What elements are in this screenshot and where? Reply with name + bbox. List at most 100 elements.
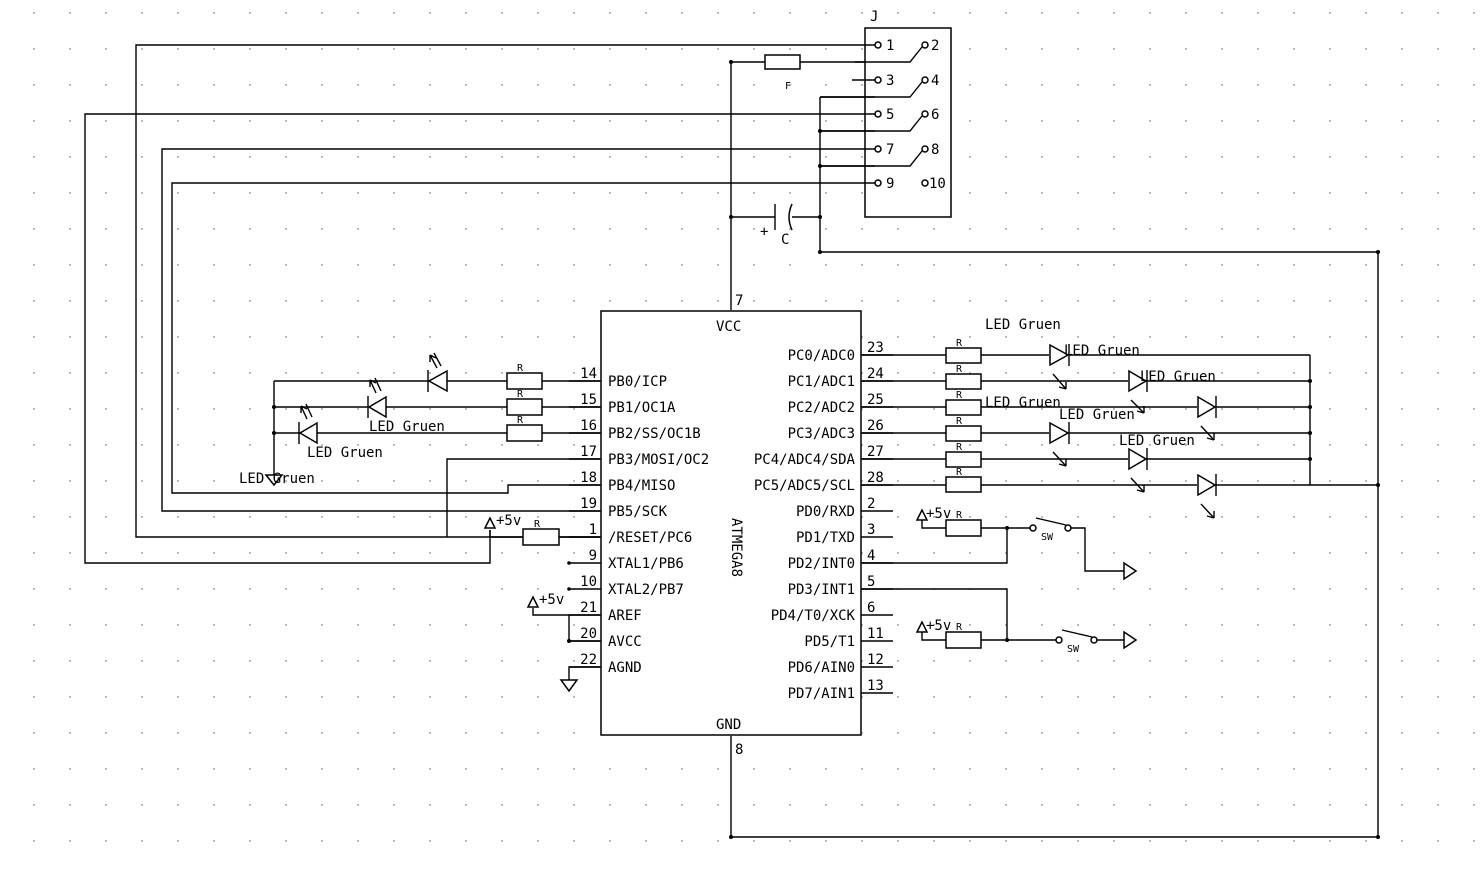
mcu-pin-number: 19: [580, 496, 597, 512]
mcu-pin-number: 10: [580, 574, 597, 590]
mcu-pin-label: PB4/MISO: [608, 478, 675, 494]
mcu-pin-label: PB1/OC1A: [608, 400, 676, 416]
mcu-pin-number: 9: [589, 548, 597, 564]
ground-symbol-agnd: [559, 679, 579, 693]
connector-pin-2[interactable]: 2: [921, 38, 939, 54]
wire-mosi: [446, 458, 600, 537]
mcu-pin-number: 22: [580, 652, 597, 668]
svg-text:2: 2: [931, 38, 939, 54]
fuse[interactable]: F: [764, 54, 801, 92]
led-label-left-2: LED Gruen: [307, 445, 383, 461]
mcu-pin-number: 4: [867, 548, 875, 564]
ground-symbol-sw1: [1123, 561, 1138, 581]
mcu-pin-label: PB5/SCK: [608, 504, 668, 520]
svg-text:R: R: [956, 622, 963, 633]
mcu-part-name: ATMEGA8: [728, 518, 744, 577]
supply-label-aref: +5v: [539, 592, 564, 608]
led-pc0[interactable]: [1049, 343, 1070, 390]
mcu-pin-label: AREF: [608, 608, 642, 624]
mcu-pin-label: PC4/ADC4/SDA: [754, 452, 856, 468]
mcu-pin-number: 1: [589, 522, 597, 538]
mcu-gnd-label: GND: [716, 717, 741, 733]
svg-text:R: R: [956, 467, 963, 478]
mcu-vcc-pin-num: 7: [735, 293, 743, 309]
ground-symbol-left-led: [264, 474, 284, 487]
svg-text:R: R: [517, 389, 524, 400]
switch-network: +5v R SW +5v R SW: [862, 506, 1138, 655]
led-pc4[interactable]: [1128, 447, 1148, 493]
connector-ref: J: [870, 9, 878, 25]
connector-pin-6[interactable]: 6: [921, 107, 939, 123]
svg-text:R: R: [956, 510, 963, 521]
mcu-pin-label: PB2/SS/OC1B: [608, 426, 701, 442]
resistor-reset[interactable]: R: [522, 519, 560, 546]
mcu-pin-label: PC0/ADC0: [788, 348, 855, 364]
led-label-right-2: LED Gruen: [1064, 343, 1140, 359]
led-pc1[interactable]: [1128, 369, 1148, 414]
switch-sw2-label: SW: [1067, 644, 1080, 655]
mcu-pin-label: XTAL2/PB7: [608, 582, 684, 598]
capacitor[interactable]: + C: [760, 203, 793, 248]
supply-label-reset: +5v: [496, 513, 521, 529]
led-label-right-6: LED Gruen: [1119, 433, 1195, 449]
mcu-pin-label: PD2/INT0: [788, 556, 855, 572]
mcu-pin-number: 24: [867, 366, 884, 382]
connector-pin-8[interactable]: 8: [921, 142, 939, 158]
mcu-pin-label: XTAL1/PB6: [608, 556, 684, 572]
reset-pullup: R +5v: [483, 513, 600, 546]
junction-dots: [272, 60, 1380, 839]
svg-text:3: 3: [886, 73, 894, 89]
left-led-network: R R R LED Gruen LED Gruen LED: [239, 352, 600, 487]
led-pb1[interactable]: [367, 377, 387, 419]
mcu-gnd-pin-num: 8: [735, 742, 743, 758]
mcu-pin-label: PD1/TXD: [796, 530, 855, 546]
mcu-pin-label: PB0/ICP: [608, 374, 667, 390]
mcu-pin-number: 25: [867, 392, 884, 408]
mcu-pin-label: PC5/ADC5/SCL: [754, 478, 855, 494]
mcu-atmega8[interactable]: ATMEGA8 VCC GND 7 8: [600, 293, 862, 758]
resistor-sw1[interactable]: R: [945, 510, 982, 537]
led-label-right-3: LED Gruen: [1140, 369, 1216, 385]
led-label-left-1: LED Gruen: [369, 419, 445, 435]
mcu-pin-label: AGND: [608, 660, 642, 676]
led-pc5[interactable]: [1197, 473, 1217, 519]
mcu-pin-number: 13: [867, 678, 884, 694]
mcu-pin-number: 21: [580, 600, 597, 616]
mcu-pin-number: 2: [867, 496, 875, 512]
led-pc2[interactable]: [1197, 395, 1217, 441]
led-pb0[interactable]: [427, 352, 448, 393]
led-label-right-4: LED Gruen: [985, 395, 1061, 411]
mcu-vcc-label: VCC: [716, 319, 741, 335]
connector-pin-10[interactable]: 10: [921, 176, 946, 192]
led-pb2[interactable]: [298, 403, 318, 445]
svg-text:R: R: [956, 442, 963, 453]
ground-symbol-sw2: [1123, 630, 1138, 650]
connector-pin-4[interactable]: 4: [921, 73, 939, 89]
mcu-pin-number: 16: [580, 418, 597, 434]
mcu-pin-label: PB3/MOSI/OC2: [608, 452, 709, 468]
mcu-pin-label: /RESET/PC6: [608, 530, 692, 546]
capacitor-ref: C: [781, 232, 789, 248]
svg-text:8: 8: [931, 142, 939, 158]
mcu-pin-number: 27: [867, 444, 884, 460]
mcu-pin-number: 3: [867, 522, 875, 538]
led-pc3[interactable]: [1049, 421, 1070, 467]
mcu-pin-label: AVCC: [608, 634, 642, 650]
switch-sw2[interactable]: SW: [1055, 629, 1098, 655]
svg-text:5: 5: [886, 107, 894, 123]
